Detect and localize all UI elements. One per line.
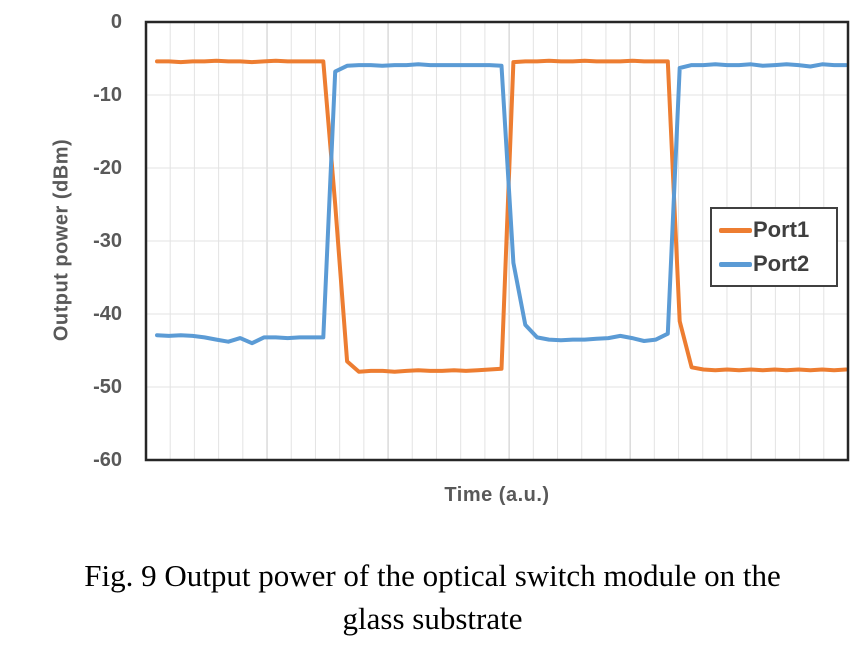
y-axis-title: Output power (dBm) xyxy=(50,138,73,342)
y-tick-label: -20 xyxy=(93,157,122,179)
y-tick-label: -50 xyxy=(93,376,122,398)
port2-line xyxy=(155,62,848,346)
x-axis-title: Time (a.u.) xyxy=(444,484,550,506)
legend: Port1 Port2 xyxy=(710,207,838,287)
legend-swatch-port2-line xyxy=(719,261,752,267)
caption-line-1: Fig. 9 Output power of the optical switc… xyxy=(84,558,781,593)
legend-item-port1: Port1 xyxy=(719,218,832,242)
y-tick-label: -10 xyxy=(93,84,122,106)
y-tick-label: -60 xyxy=(93,449,122,471)
legend-label-port1: Port1 xyxy=(753,217,810,242)
caption-line-2: glass substrate xyxy=(342,601,523,636)
y-tick-label: 0 xyxy=(110,11,122,33)
chart: 0 -10 -20 -30 -40 -50 -60 Output power (dBm) T… xyxy=(50,11,850,506)
plot-border xyxy=(144,20,850,462)
figure-caption: Fig. 9 Output power of the optical switc… xyxy=(0,554,865,640)
port1-line xyxy=(155,58,848,374)
legend-label-port2: Port2 xyxy=(753,251,810,276)
y-tick-label: -30 xyxy=(93,230,122,252)
legend-item-port2: Port2 xyxy=(719,252,832,276)
legend-swatch-port1-line xyxy=(719,227,752,233)
y-tick-label: -40 xyxy=(93,303,122,325)
